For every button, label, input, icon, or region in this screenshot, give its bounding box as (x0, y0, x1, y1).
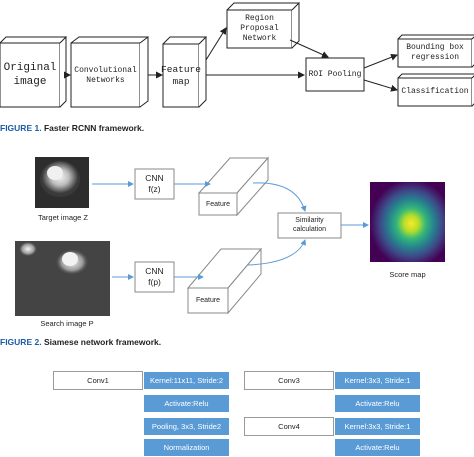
arrow (205, 27, 227, 61)
cnn-top-line1: CNN (145, 172, 164, 183)
feature-top-box (197, 156, 270, 217)
rpn-line2: Proposal (240, 24, 279, 33)
similarity-line2: calculation (292, 225, 327, 233)
rpn-line1: Region (245, 14, 274, 23)
arrow (247, 239, 306, 266)
conv-networks-line1: Convolutional (74, 66, 137, 75)
figure1-caption-text: Faster RCNN framework. (43, 123, 145, 133)
original-image-box (0, 35, 67, 108)
figure2-caption: FIGURE 2. Siamese network framework. (0, 337, 161, 347)
conv3-row-1: Kernel:3x3, Stride:1 (334, 371, 421, 390)
conv1-row-1: Kernel:11x11, Stride:2 (143, 371, 230, 390)
cnn-bottom-box (134, 261, 175, 293)
rpn-box (226, 1, 300, 49)
bbox-regression-box (397, 34, 474, 68)
search-image (15, 241, 110, 316)
conv1-cell: Conv1 (53, 371, 143, 390)
feature-map-line2: map (172, 76, 190, 87)
figure1-diagram (0, 1, 474, 108)
arrow (252, 182, 307, 212)
search-image-label: Search image P (40, 319, 94, 328)
original-image-line1: Original (3, 62, 57, 75)
figure2-caption-text: Siamese network framework. (43, 337, 162, 347)
feature-map-box (162, 35, 207, 108)
rpn-line3: Network (242, 34, 277, 43)
classification-label: Classification (401, 87, 469, 96)
conv4-row-2: Activate:Relu (334, 438, 421, 457)
feature-map-line1: Feature (161, 64, 201, 76)
bbox-line2: regression (410, 53, 459, 62)
conv3-cell: Conv3 (244, 371, 334, 390)
figure1-caption: FIGURE 1. Faster RCNN framework. (0, 123, 144, 133)
cnn-bottom-line2: f(p) (148, 277, 161, 287)
arrow (363, 53, 398, 69)
figure1-caption-label: FIGURE 1. (0, 123, 42, 133)
similarity-box (277, 212, 342, 239)
feature-bottom-label: Feature (195, 297, 221, 304)
score-map-image (370, 182, 445, 262)
conv3-row-2: Activate:Relu (334, 394, 421, 413)
cnn-bottom-line1: CNN (145, 265, 164, 276)
conv1-row-2: Activate:Relu (143, 394, 230, 413)
feature-top-label: Feature (205, 200, 231, 208)
original-image-label: Original image (0, 47, 60, 105)
bbox-line1: Bounding box (406, 43, 464, 52)
conv-networks-box (70, 36, 149, 108)
figure2-diagram (15, 156, 445, 316)
classification-box (397, 73, 474, 107)
target-image-label: Target image Z (37, 213, 89, 222)
figure2-caption-label: FIGURE 2. (0, 337, 42, 347)
arrow (289, 39, 329, 58)
cnn-top-line2: f(z) (148, 184, 161, 194)
conv1-row-3: Pooling, 3x3, Stride2 (143, 417, 230, 436)
rpn-label: Region Proposal Network (227, 10, 292, 48)
conv4-row-1: Kernel:3x3, Stride:1 (334, 417, 421, 436)
roi-pooling-box (305, 57, 365, 92)
score-map-label: Score map (389, 270, 426, 279)
roi-pooling-label: ROI Pooling (308, 69, 362, 79)
conv1-row-4: Normalization (143, 438, 230, 457)
feature-map-label: Feature map (161, 47, 201, 105)
conv-networks-label: Convolutional Networks (71, 47, 140, 105)
similarity-label: Similarity calculation (278, 213, 341, 238)
arrow (363, 79, 398, 92)
conv4-cell: Conv4 (244, 417, 334, 436)
target-image (35, 157, 89, 208)
conv-networks-line2: Networks (86, 76, 125, 85)
cnn-bottom-label: CNN f(p) (135, 262, 174, 292)
cnn-top-label: CNN f(z) (135, 169, 174, 199)
original-image-line2: image (13, 76, 47, 88)
bbox-regression-label: Bounding box regression (398, 39, 472, 67)
similarity-line1: Similarity (295, 216, 324, 224)
